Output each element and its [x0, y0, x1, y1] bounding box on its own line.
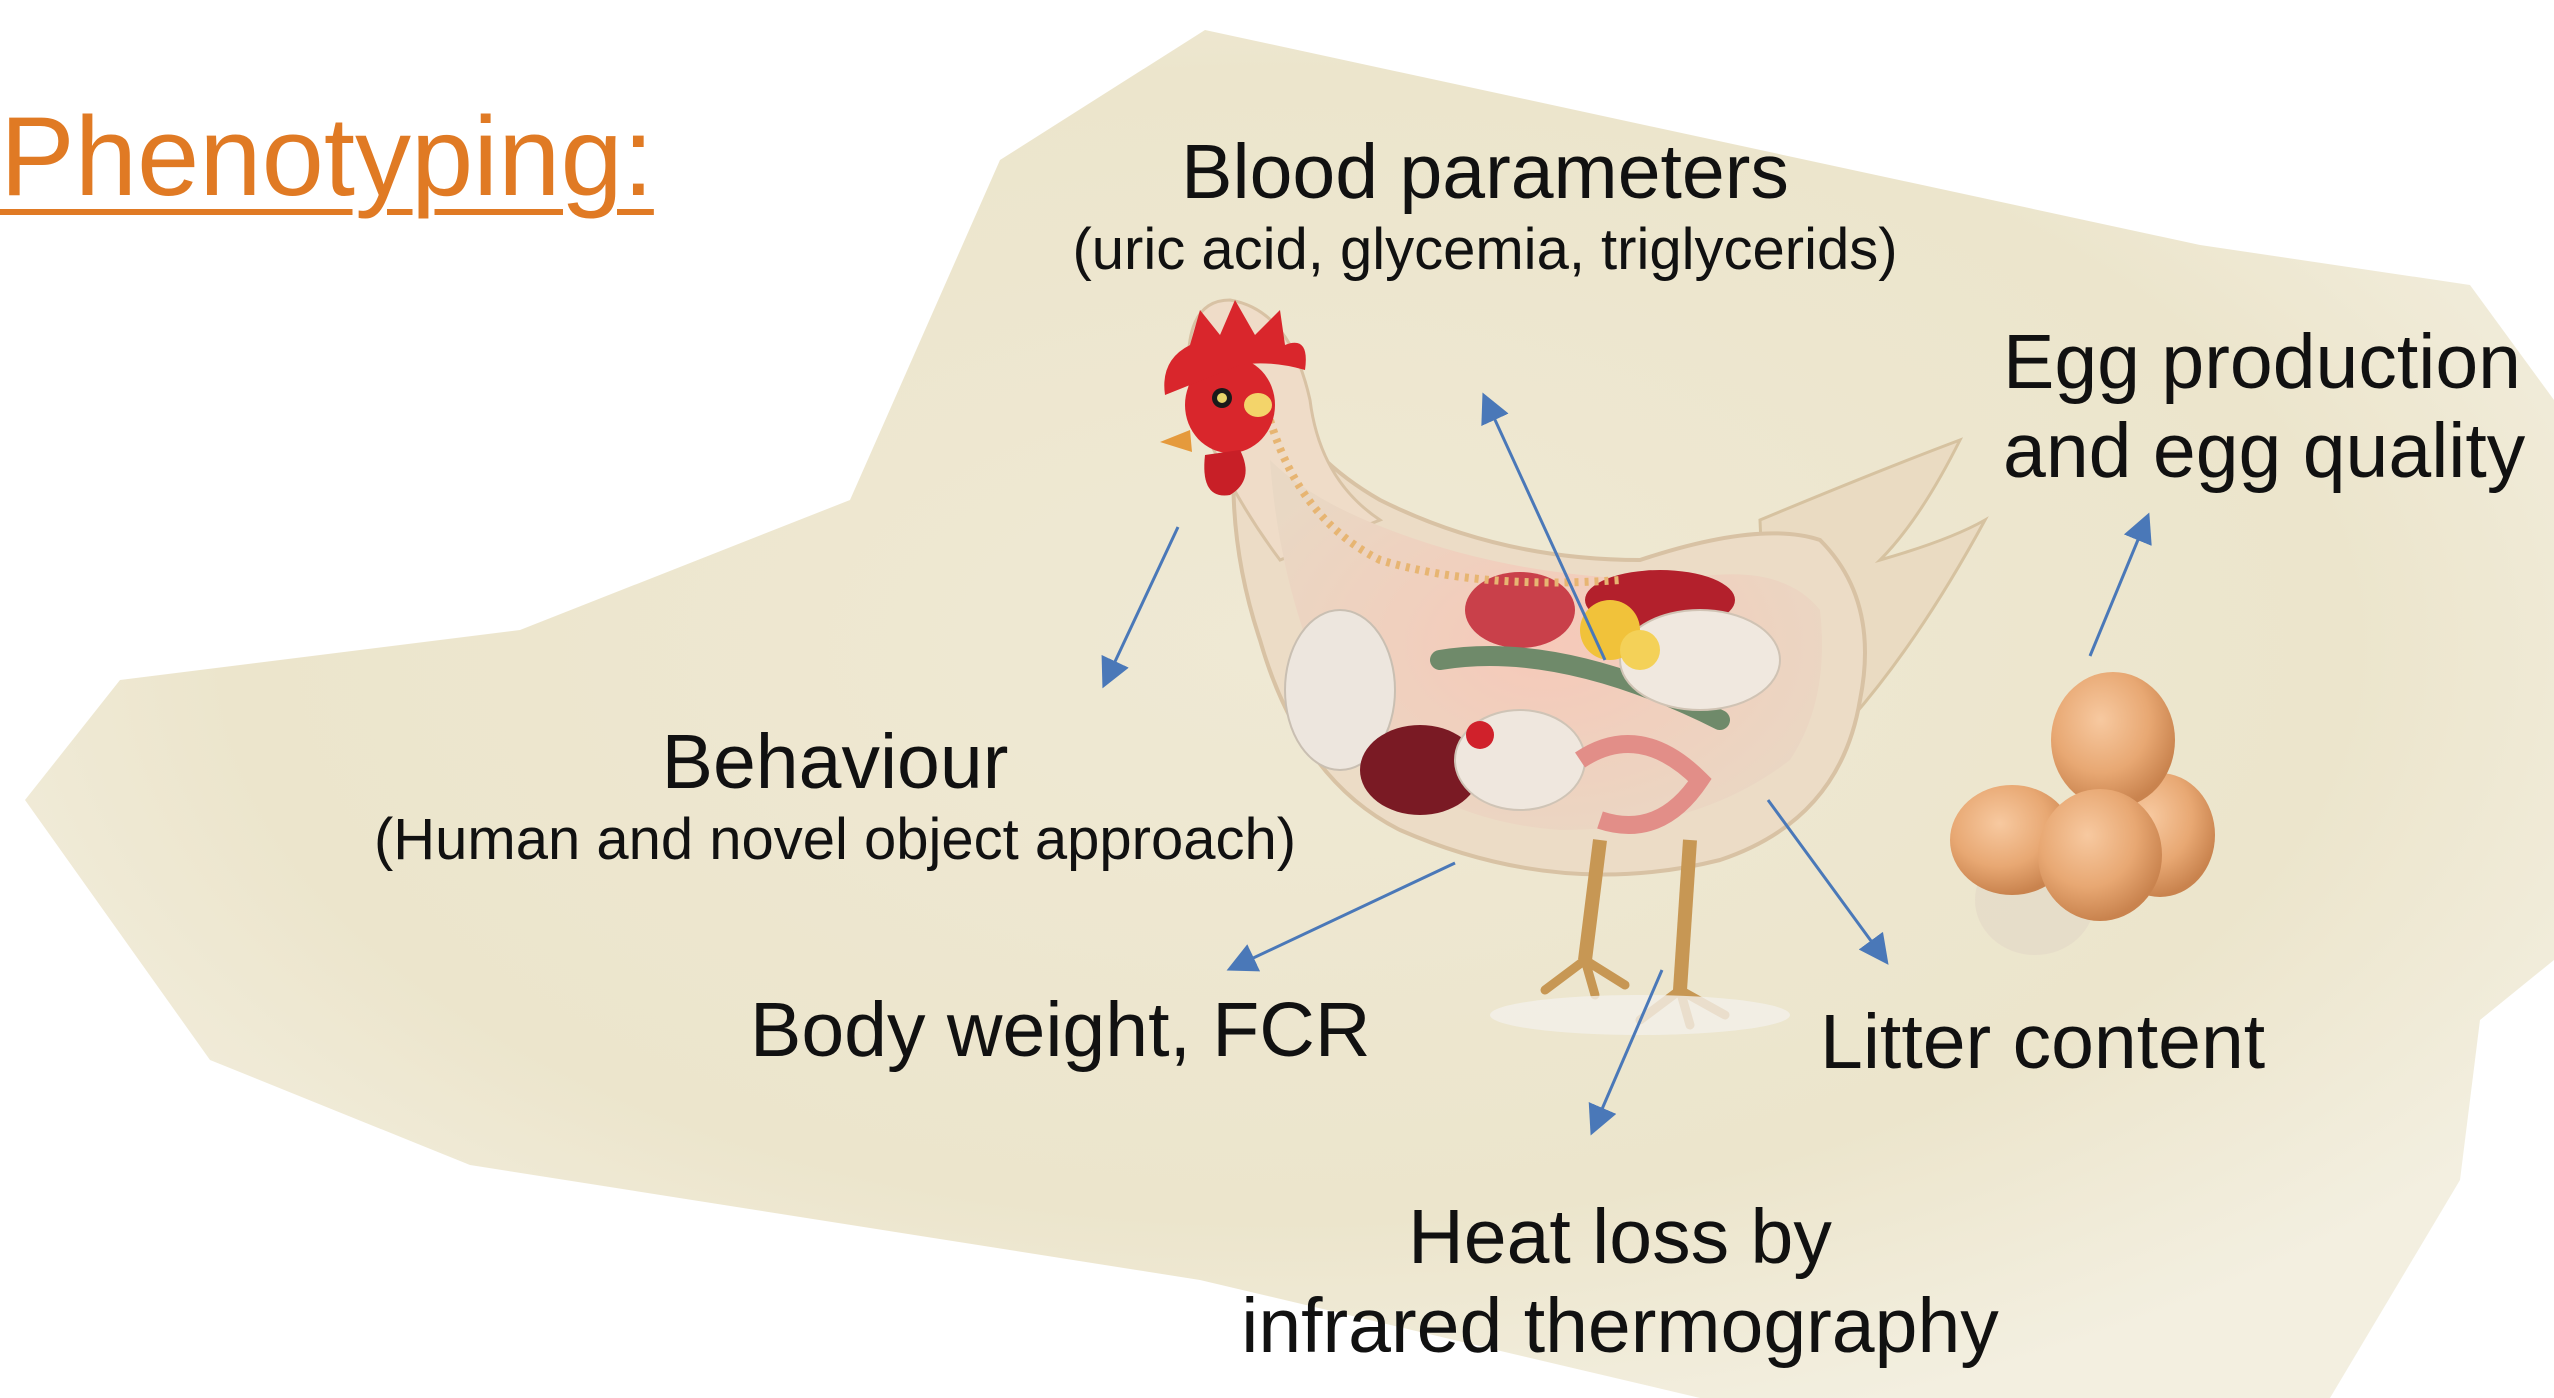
blood-parameters-title: Blood parameters — [1055, 128, 1915, 217]
heat-loss-line1: Heat loss by — [1170, 1193, 2070, 1282]
body-weight-label: Body weight, FCR — [750, 986, 1371, 1075]
blood-parameters-label: Blood parameters (uric acid, glycemia, t… — [1055, 128, 1915, 283]
egg-production-label: Egg production and egg quality — [2003, 318, 2525, 495]
heat-loss-label: Heat loss by infrared thermography — [1170, 1193, 2070, 1370]
behaviour-label: Behaviour (Human and novel object approa… — [200, 718, 1470, 873]
heat-loss-line2: infrared thermography — [1170, 1282, 2070, 1371]
page-title: Phenotyping: — [0, 95, 654, 218]
egg-production-line1: Egg production — [2003, 318, 2525, 407]
behaviour-title: Behaviour — [200, 718, 1470, 807]
blood-parameters-detail: (uric acid, glycemia, triglycerids) — [1055, 217, 1915, 284]
behaviour-detail: (Human and novel object approach) — [200, 807, 1470, 874]
egg-production-line2: and egg quality — [2003, 407, 2525, 496]
litter-content-label: Litter content — [1820, 998, 2265, 1087]
